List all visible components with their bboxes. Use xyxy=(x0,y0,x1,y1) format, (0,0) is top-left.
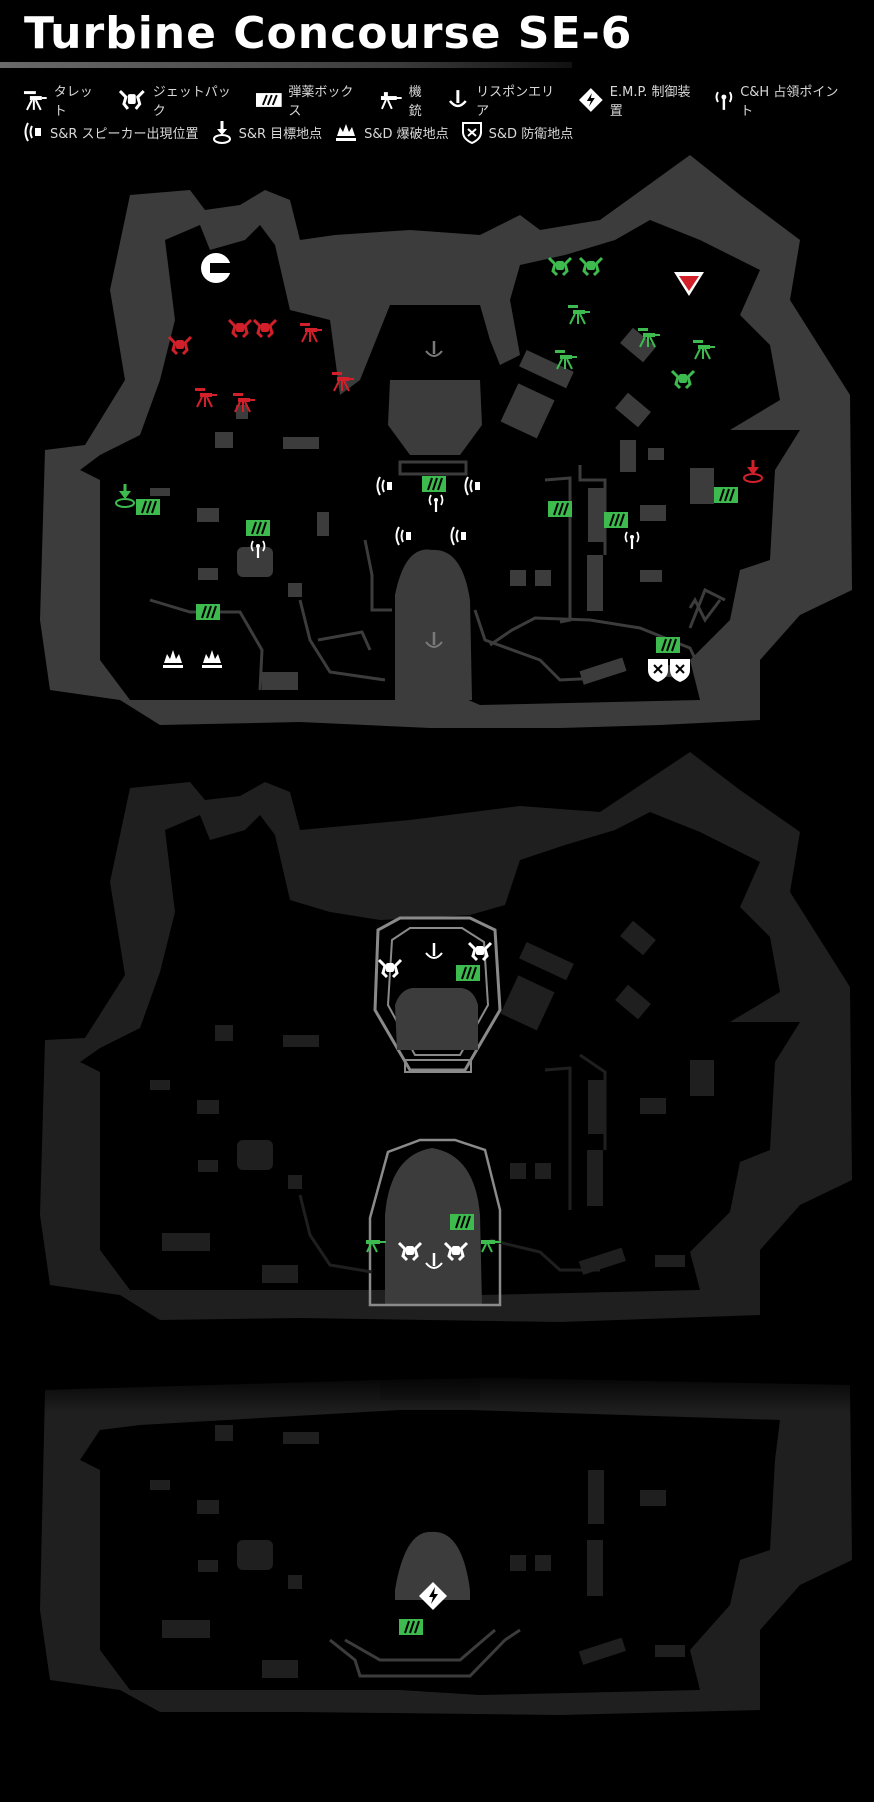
legend-label: S&R 目標地点 xyxy=(238,126,323,142)
upper-center-tower xyxy=(395,549,472,700)
map-canvas xyxy=(0,155,874,1715)
emp-control-icon xyxy=(419,1582,447,1610)
sr-speaker-icon xyxy=(24,122,41,142)
middle-central-hub xyxy=(373,916,502,1072)
ammo-box-icon xyxy=(135,498,161,516)
respawn-area-icon xyxy=(449,90,468,108)
ammo-box-icon xyxy=(603,511,629,529)
map-title: Turbine Concourse SE-6 xyxy=(24,8,633,59)
upper-obstacles xyxy=(150,327,714,690)
emp-control-icon xyxy=(579,88,603,112)
jetpack-icon xyxy=(118,90,145,110)
legend-jetpack: ジェットパック xyxy=(117,81,243,119)
lower-fade xyxy=(0,1370,874,1490)
middle-floor-interior xyxy=(80,812,800,1295)
legend-label: S&D 防衛地点 xyxy=(488,126,574,142)
ch-capture-point-icon xyxy=(715,91,733,110)
sd-defense-site-icon xyxy=(461,122,482,144)
legend-label: 機銃 xyxy=(408,85,422,119)
ammo-box-icon xyxy=(255,93,282,107)
ammo-box-icon xyxy=(398,1618,424,1636)
legend-label: ジェットパック xyxy=(152,85,231,119)
legend-label: タレット xyxy=(53,85,93,119)
middle-tower-ring xyxy=(368,1138,502,1307)
lower-ring-walkway xyxy=(329,1628,521,1678)
legend-label: E.M.P. 制御装置 xyxy=(609,85,691,119)
legend-ammo: 弾薬ボックス xyxy=(255,81,365,119)
upper-walkways xyxy=(149,465,726,691)
ammo-box-icon xyxy=(455,964,481,982)
ammo-box-icon xyxy=(421,475,447,493)
legend: タレット ジェットパック 弾薬ボックス 機銃 リスポンエリア E.M.P. 制御… xyxy=(22,84,862,148)
upper-level-map xyxy=(40,155,852,728)
middle-level-map xyxy=(40,752,852,1322)
turret-icon xyxy=(23,91,47,111)
legend-sr-target: S&R 目標地点 xyxy=(211,119,323,145)
ammo-box-icon xyxy=(547,500,573,518)
upper-center-block xyxy=(388,380,482,455)
middle-obstacles xyxy=(150,920,714,1283)
legend-label: リスポンエリア xyxy=(476,85,555,119)
sr-target-icon xyxy=(743,460,763,483)
map-stack xyxy=(0,140,874,1802)
sd-target-icon xyxy=(674,272,704,296)
sr-target-icon xyxy=(212,121,231,144)
ammo-box-icon xyxy=(655,636,681,654)
ammo-box-icon xyxy=(713,486,739,504)
legend-label: C&H 占領ポイント xyxy=(740,85,839,119)
legend-respawn: リスポンエリア xyxy=(446,81,566,119)
upper-ledge xyxy=(60,495,96,507)
lower-tower xyxy=(395,1531,470,1600)
sd-bomb-site-icon xyxy=(336,124,357,141)
ammo-box-icon xyxy=(195,603,221,621)
legend-sd-bomb: S&D 爆破地点 xyxy=(334,121,449,143)
ammo-box-icon xyxy=(245,519,271,537)
middle-hub-platform xyxy=(395,988,478,1050)
legend-label: 弾薬ボックス xyxy=(288,85,354,119)
legend-emp: E.M.P. 制御装置 xyxy=(578,81,702,119)
middle-walkways xyxy=(298,1053,607,1274)
legend-turret: タレット xyxy=(22,81,105,119)
middle-hub-step xyxy=(404,1059,472,1073)
ammo-box-icon xyxy=(449,1213,475,1231)
middle-tower xyxy=(385,1148,482,1305)
legend-sr-speaker: S&R スピーカー出現位置 xyxy=(22,120,199,144)
sr-target-icon xyxy=(115,484,135,508)
legend-machine-gun: 機銃 xyxy=(377,81,434,119)
legend-sd-defense: S&D 防衛地点 xyxy=(461,120,574,144)
legend-ch-point: C&H 占領ポイント xyxy=(714,81,850,119)
title-underline xyxy=(0,62,572,68)
machine-gun-icon xyxy=(380,92,402,110)
upper-bridge xyxy=(398,460,468,476)
legend-label: S&D 爆破地点 xyxy=(364,126,449,142)
lower-level-map xyxy=(0,1370,874,1715)
lower-ring-walkway-2 xyxy=(344,1628,496,1662)
legend-label: S&R スピーカー出現位置 xyxy=(50,126,199,142)
